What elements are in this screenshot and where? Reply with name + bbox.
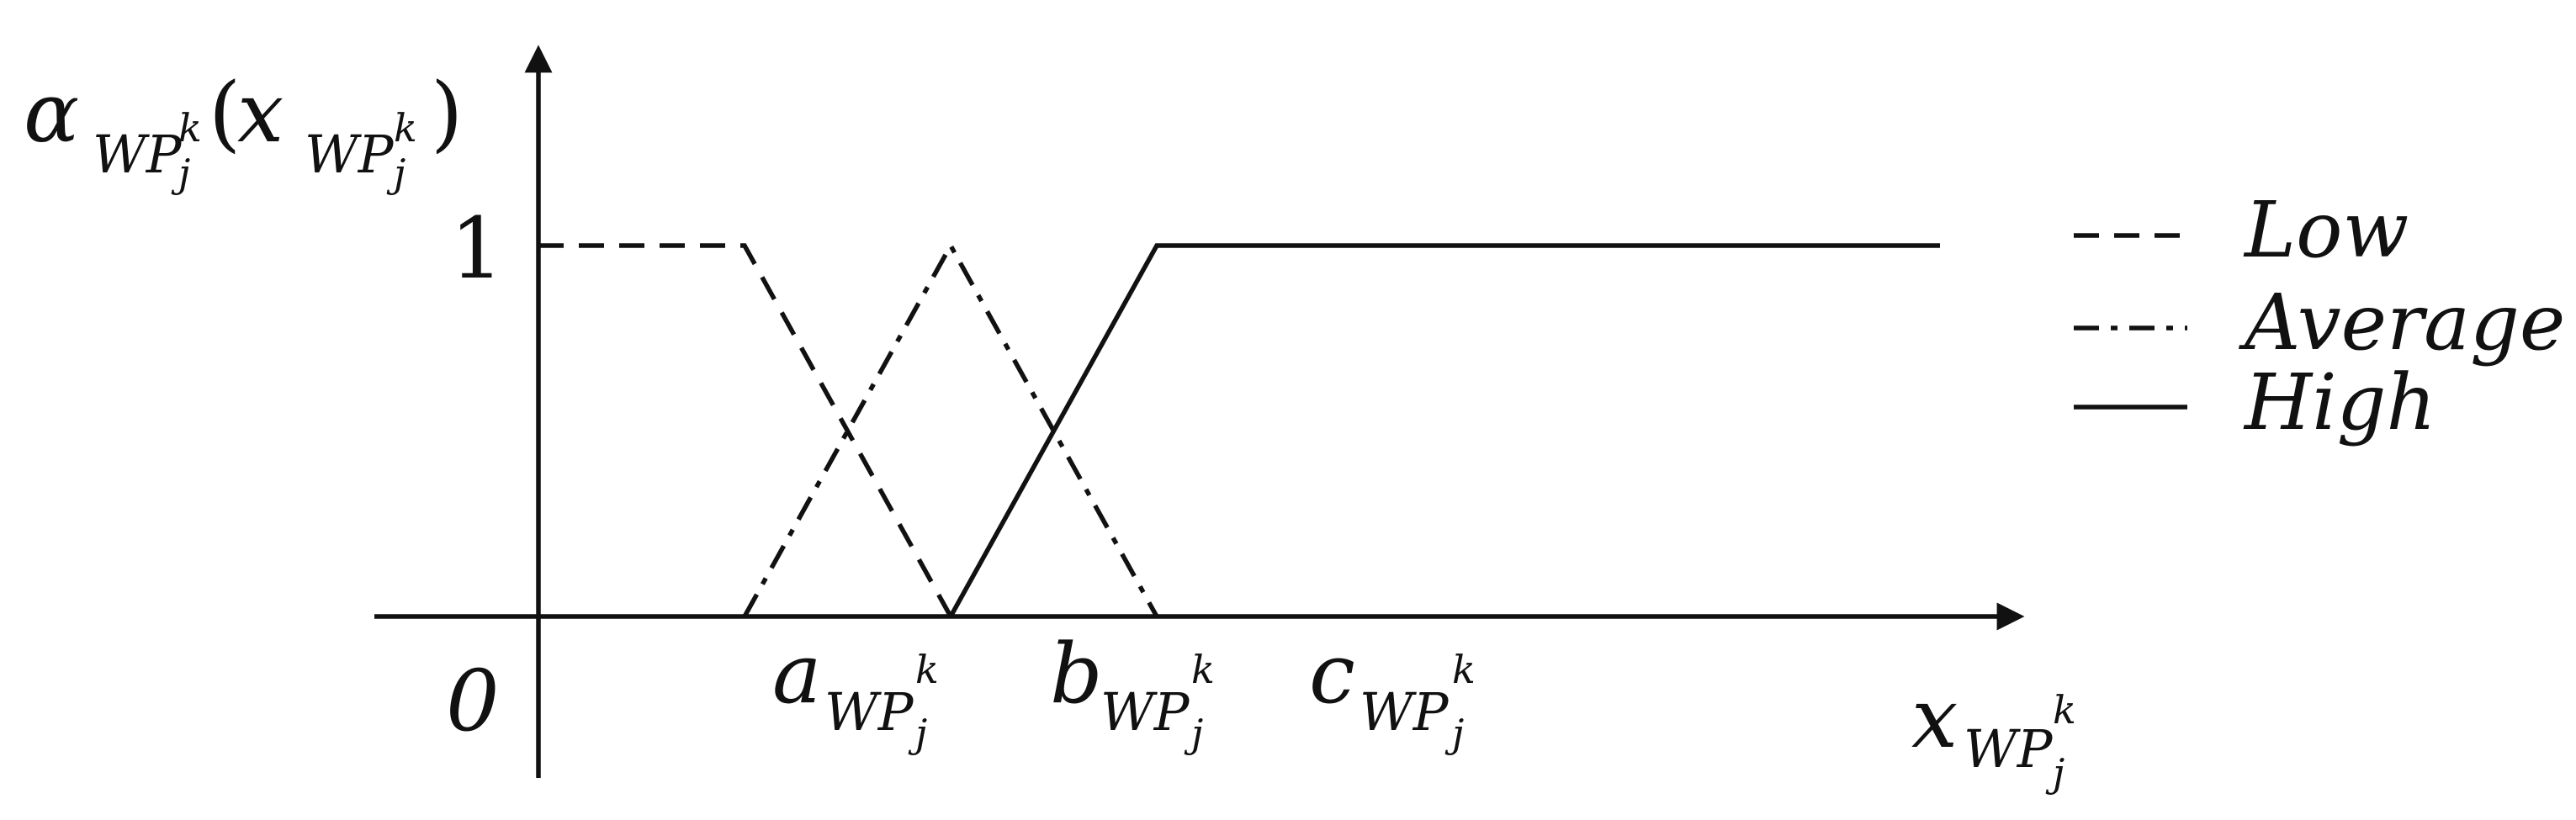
legend: Low Average High <box>2074 185 2565 447</box>
svg-text:k: k <box>915 647 939 692</box>
svg-text:k: k <box>1452 647 1476 692</box>
svg-text:WP: WP <box>93 124 183 185</box>
x-tick-c: c WP k j <box>1309 627 1476 756</box>
x-tick-b: b WP k j <box>1050 627 1215 756</box>
svg-text:α: α <box>24 66 79 161</box>
svg-text:k: k <box>1191 647 1215 692</box>
series-low <box>538 243 953 618</box>
svg-text:WP: WP <box>824 681 914 743</box>
x-axis-label: x WP k j <box>1911 671 2076 796</box>
y-tick-1: 1 <box>450 199 504 298</box>
svg-text:x: x <box>1911 671 1958 767</box>
svg-text:WP: WP <box>1964 718 2054 780</box>
series-layer <box>538 241 1940 618</box>
y-tick-0: 0 <box>446 652 500 750</box>
svg-text:(: ( <box>209 66 241 161</box>
svg-text:k: k <box>178 105 202 151</box>
y-axis-label: α WP k j ( x WP k j ) <box>24 66 463 196</box>
legend-label-average: Average <box>2238 278 2565 368</box>
svg-text:a: a <box>772 627 821 722</box>
svg-text:k: k <box>394 105 417 151</box>
legend-label-high: High <box>2243 357 2436 447</box>
svg-text:x: x <box>237 66 284 161</box>
svg-text:k: k <box>2053 687 2076 733</box>
svg-text:): ) <box>431 66 463 161</box>
series-high <box>948 243 1940 618</box>
svg-text:WP: WP <box>1100 681 1190 743</box>
series-average <box>742 241 1159 618</box>
legend-label-low: Low <box>2243 185 2409 275</box>
x-tick-a: a WP k j <box>772 627 939 756</box>
svg-text:c: c <box>1309 627 1355 722</box>
svg-text:b: b <box>1050 627 1103 722</box>
svg-text:WP: WP <box>1360 681 1450 743</box>
svg-text:WP: WP <box>305 124 395 185</box>
